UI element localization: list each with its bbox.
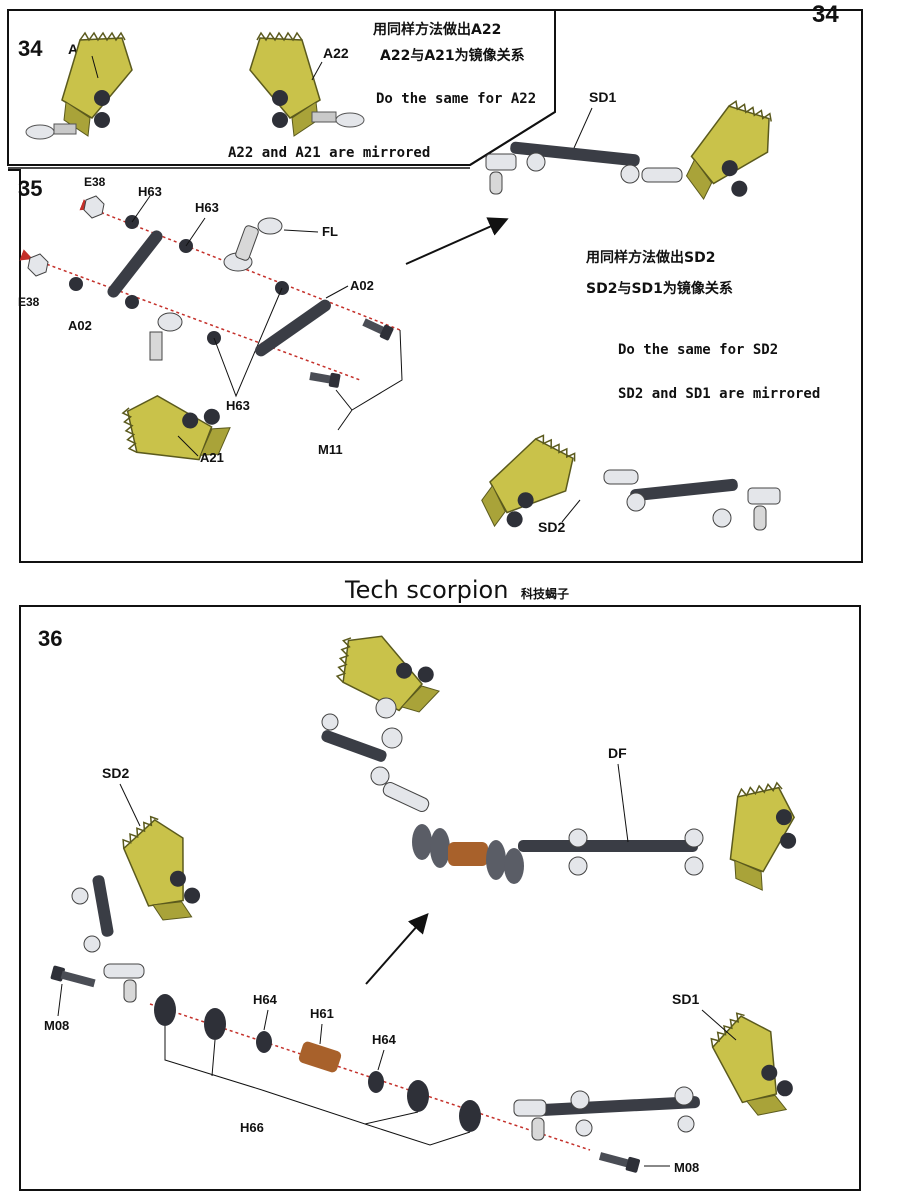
label-h66: H66 (240, 1120, 264, 1135)
step-36-number: 36 (38, 626, 62, 651)
part-sd2-step36 (71, 808, 227, 1003)
label-h64-left: H64 (253, 992, 278, 1007)
label-sd2-step35: SD2 (538, 519, 565, 535)
label-a21-step35: A21 (200, 450, 224, 465)
label-a02-right: A02 (350, 278, 374, 293)
step-35-note-en-1: Do the same for SD2 (618, 342, 778, 358)
part-m08-bolt-right (598, 1152, 640, 1173)
step-35-frame (8, 9, 863, 563)
label-h61: H61 (310, 1006, 334, 1021)
part-h63-washer-4 (125, 295, 139, 309)
part-m08-bolt-left (50, 965, 96, 988)
part-h66-spacer-2 (204, 1008, 226, 1040)
label-a02-left: A02 (68, 318, 92, 333)
step-34-note-cn-1: 用同样方法做出A22 (373, 21, 501, 38)
part-h64-washer-left (256, 1031, 272, 1053)
label-sd2-step36: SD2 (102, 765, 129, 781)
part-h61-coupler (298, 1041, 342, 1073)
label-h63-1: H63 (138, 184, 162, 199)
page-number: 34 (812, 1, 839, 28)
step-35-note-cn-1: 用同样方法做出SD2 (586, 249, 715, 266)
watermark-cn: 科技蝎子 (521, 586, 569, 601)
assembly-arrow-step35 (405, 217, 509, 265)
part-h64-washer-right (368, 1071, 384, 1093)
label-h64-right: H64 (372, 1032, 397, 1047)
label-a22-step34: A22 (323, 45, 349, 61)
part-df-assembled (321, 629, 807, 896)
explode-line-step36 (149, 1003, 591, 1151)
label-m11: M11 (318, 442, 343, 457)
step-36-frame (19, 605, 861, 1191)
label-fl: FL (322, 224, 338, 239)
step-34-panel: 34 A21 A22 用同样方法做出A22 A22与A21为镜像关系 Do th… (7, 9, 556, 166)
leader-a21-step34 (91, 55, 99, 79)
step-34-note-en-1: Do the same for A22 (376, 91, 536, 107)
label-e38-top: E38 (84, 175, 106, 189)
leader-a22-step34 (311, 61, 323, 81)
part-a21-clip-step35 (120, 383, 236, 472)
step-35-panel: 35 E38 E38 H63 H63 H63 A02 A02 (8, 9, 863, 563)
label-e38-left: E38 (18, 295, 40, 309)
step-35-number: 35 (18, 176, 42, 201)
step-35-note-en-2: SD2 and SD1 are mirrored (618, 386, 820, 402)
step-34-note-cn-2: A22与A21为镜像关系 (380, 47, 525, 64)
assembly-arrow-step36 (365, 913, 429, 985)
label-h63-2: H63 (195, 200, 219, 215)
explode-line-lower (19, 249, 361, 381)
step-34-note-en-2: A22 and A21 are mirrored (228, 145, 430, 161)
part-sd1-assembled-step35 (485, 92, 781, 215)
explode-line-upper (79, 199, 401, 331)
part-h66-spacer-1 (154, 994, 176, 1026)
part-h63-washer-3 (69, 277, 83, 291)
label-sd1-step35: SD1 (589, 89, 616, 105)
part-e38-nut-top (83, 195, 105, 219)
label-sd1-step36: SD1 (672, 991, 699, 1007)
part-sd1-step36 (513, 1004, 819, 1141)
part-a02-link-right (255, 299, 331, 357)
part-a21-lug (149, 312, 183, 361)
label-df: DF (608, 745, 627, 761)
part-fl-bracket (223, 217, 283, 272)
part-a21-clip (25, 32, 133, 140)
part-m11-bolt-upper (361, 315, 395, 342)
part-m11-bolt-lower (308, 369, 341, 389)
label-m08-left: M08 (44, 1018, 69, 1033)
step-36-panel: 36 DF (19, 605, 861, 1191)
step-35-note-cn-2: SD2与SD1为镜像关系 (586, 280, 733, 297)
part-a02-link-left (107, 230, 163, 298)
part-sd2-assembled-step35 (471, 423, 781, 549)
part-e38-nut-left (27, 253, 49, 277)
part-h66-spacer-4 (459, 1100, 481, 1132)
part-h66-spacer-3 (407, 1080, 429, 1112)
label-m08-right: M08 (674, 1160, 699, 1175)
step-34-number: 34 (18, 36, 43, 61)
part-a22-clip (249, 32, 365, 137)
watermark-en: Tech scorpion (344, 576, 508, 604)
label-h63-3: H63 (226, 398, 250, 413)
